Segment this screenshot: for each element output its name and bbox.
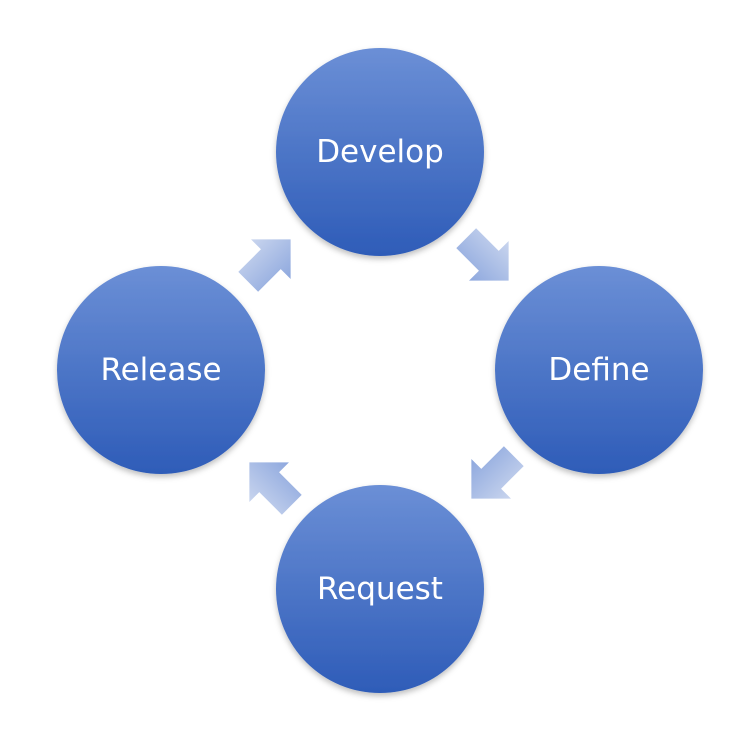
node-define-circle — [495, 266, 703, 474]
node-define: Define — [495, 266, 703, 474]
arrow-develop-to-define — [456, 228, 509, 281]
arrow-request-to-release — [249, 462, 302, 515]
node-define-label: Define — [548, 352, 649, 388]
node-request-label: Request — [317, 571, 443, 607]
node-develop-label: Develop — [316, 134, 444, 170]
node-release-circle — [57, 266, 265, 474]
node-release-label: Release — [100, 352, 221, 388]
arrow-release-to-develop — [238, 239, 291, 292]
node-request: Request — [276, 485, 484, 693]
node-develop: Develop — [276, 48, 484, 256]
node-request-circle — [276, 485, 484, 693]
arrow-define-to-request — [471, 446, 524, 499]
node-release: Release — [57, 266, 265, 474]
node-develop-circle — [276, 48, 484, 256]
